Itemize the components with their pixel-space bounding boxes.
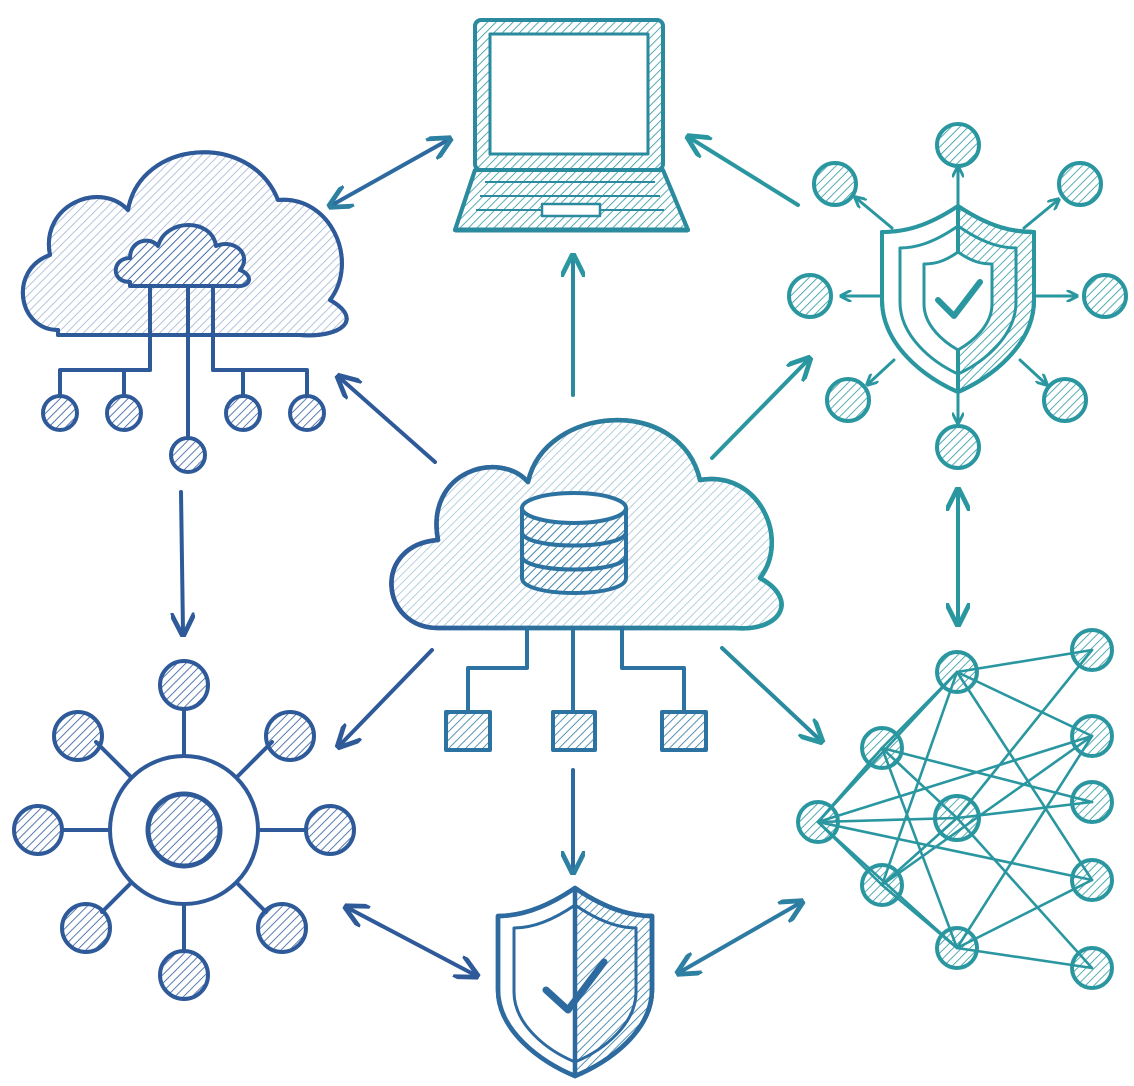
arrow-cloud-network-to-hub: [181, 490, 183, 632]
arrow-cloud-laptop: [332, 140, 448, 205]
arrow-shield-hub-to-laptop: [690, 138, 800, 207]
arrow-center-to-shield-hub: [710, 360, 808, 460]
hub-spoke-node[interactable]: [12, 659, 356, 1001]
neural-network-node[interactable]: [796, 628, 1114, 990]
cloud-network-node[interactable]: [20, 150, 349, 474]
arrow-center-to-cloud-network: [340, 378, 437, 464]
arrow-center-to-hub-spoke: [340, 648, 434, 745]
cloud-database-icon: [389, 418, 784, 752]
central-cloud-database-node[interactable]: [389, 418, 784, 752]
laptop-node[interactable]: [453, 18, 690, 233]
security-shield-node[interactable]: [495, 885, 655, 1079]
shield-hub-icon: [787, 122, 1128, 470]
cloud-network-icon: [20, 150, 349, 474]
shield-hub-node[interactable]: [787, 122, 1128, 470]
neural-network-icon: [796, 628, 1114, 990]
arrow-neural-shield: [680, 903, 800, 972]
arrow-center-to-neural-net: [720, 646, 820, 740]
hub-spoke-icon: [12, 659, 356, 1001]
connections: [181, 138, 958, 975]
arrow-hub-shield: [348, 908, 475, 975]
shield-check-icon: [495, 885, 655, 1079]
laptop-icon: [453, 18, 690, 233]
